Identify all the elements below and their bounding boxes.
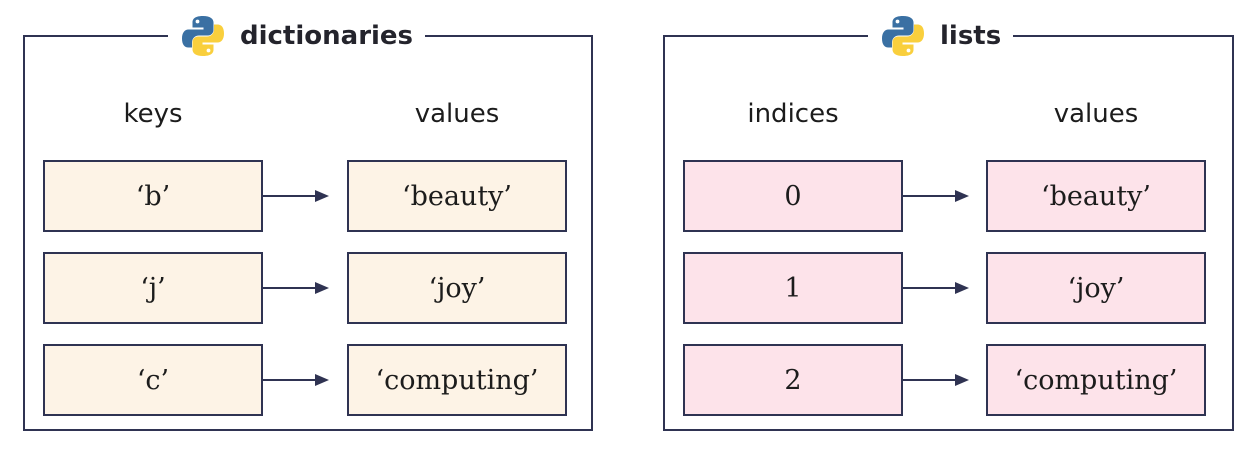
python-logo-icon (882, 16, 924, 56)
dict-key-cell: ‘j’ (43, 252, 263, 324)
list-index-cell: 1 (683, 252, 903, 324)
dictionaries-panel: dictionaries keys values ‘b’ ‘beauty’ ‘j… (23, 13, 593, 431)
arrow-right-icon (263, 281, 329, 295)
lists-panel: lists indices values 0 ‘beauty’ 1 ‘joy’ … (663, 13, 1234, 431)
dict-key-cell: ‘b’ (43, 160, 263, 232)
arrow-right-icon (903, 189, 969, 203)
indices-header: indices (747, 99, 839, 129)
arrow-right-icon (903, 281, 969, 295)
dict-values-header: values (414, 99, 500, 129)
dict-value-cell: ‘beauty’ (347, 160, 567, 232)
list-index-cell: 0 (683, 160, 903, 232)
keys-header: keys (123, 99, 183, 129)
arrow-right-icon (903, 373, 969, 387)
list-values-header: values (1053, 99, 1139, 129)
python-logo-icon (182, 16, 224, 56)
arrow-right-icon (263, 189, 329, 203)
list-value-cell: ‘joy’ (986, 252, 1206, 324)
list-value-cell: ‘computing’ (986, 344, 1206, 416)
dict-value-cell: ‘joy’ (347, 252, 567, 324)
dictionaries-title-text: dictionaries (240, 21, 414, 51)
dict-key-cell: ‘c’ (43, 344, 263, 416)
lists-title-text: lists (940, 21, 1002, 51)
list-value-cell: ‘beauty’ (986, 160, 1206, 232)
arrow-right-icon (263, 373, 329, 387)
dict-value-cell: ‘computing’ (347, 344, 567, 416)
lists-title: lists (868, 13, 1014, 59)
list-index-cell: 2 (683, 344, 903, 416)
dictionaries-title: dictionaries (168, 13, 426, 59)
